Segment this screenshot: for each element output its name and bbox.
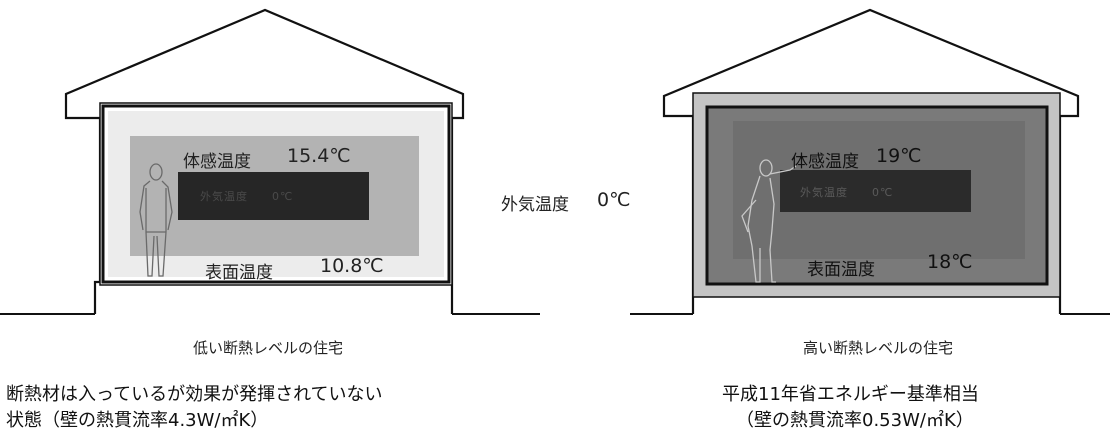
- left-perceived-temp-label: 体感温度: [183, 152, 251, 172]
- left-description-line1: 断熱材は入っているが効果が発揮されていない: [6, 384, 383, 405]
- right-house-caption: 高い断熱レベルの住宅: [803, 339, 954, 357]
- left-perceived-temp-value: 15.4℃: [287, 145, 351, 167]
- right-perceived-temp-label: 体感温度: [791, 152, 859, 172]
- left-description-line2: 状態（壁の熱貫流率4.3W/㎡K）: [6, 410, 269, 431]
- right-person-figure: [741, 159, 797, 283]
- left-wall: [101, 104, 451, 284]
- left-surface-temp-label: 表面温度: [205, 263, 273, 283]
- right-house-outline: [662, 8, 1080, 314]
- right-display-text: 外気温度 0℃: [800, 186, 894, 199]
- left-surface-temp-value: 10.8℃: [320, 255, 384, 277]
- outdoor-temp-label: 外気温度: [501, 195, 569, 215]
- left-person-figure: [139, 163, 173, 277]
- left-house-outline: [64, 8, 465, 314]
- right-perceived-temp-value: 19℃: [876, 145, 922, 167]
- right-house: [630, 8, 1110, 315]
- right-display: [780, 170, 971, 212]
- left-house: [0, 8, 540, 315]
- right-description-line1: 平成11年省エネルギー基準相当: [722, 384, 979, 405]
- left-display: [178, 172, 369, 220]
- outdoor-temp-value: 0℃: [597, 189, 631, 211]
- left-display-text: 外気温度 0℃: [200, 190, 294, 203]
- right-description-line2: （壁の熱貫流率0.53W/㎡K）: [736, 410, 974, 431]
- right-surface-temp-label: 表面温度: [807, 260, 875, 280]
- right-surface-temp-value: 18℃: [927, 251, 973, 273]
- left-house-caption: 低い断熱レベルの住宅: [193, 339, 344, 357]
